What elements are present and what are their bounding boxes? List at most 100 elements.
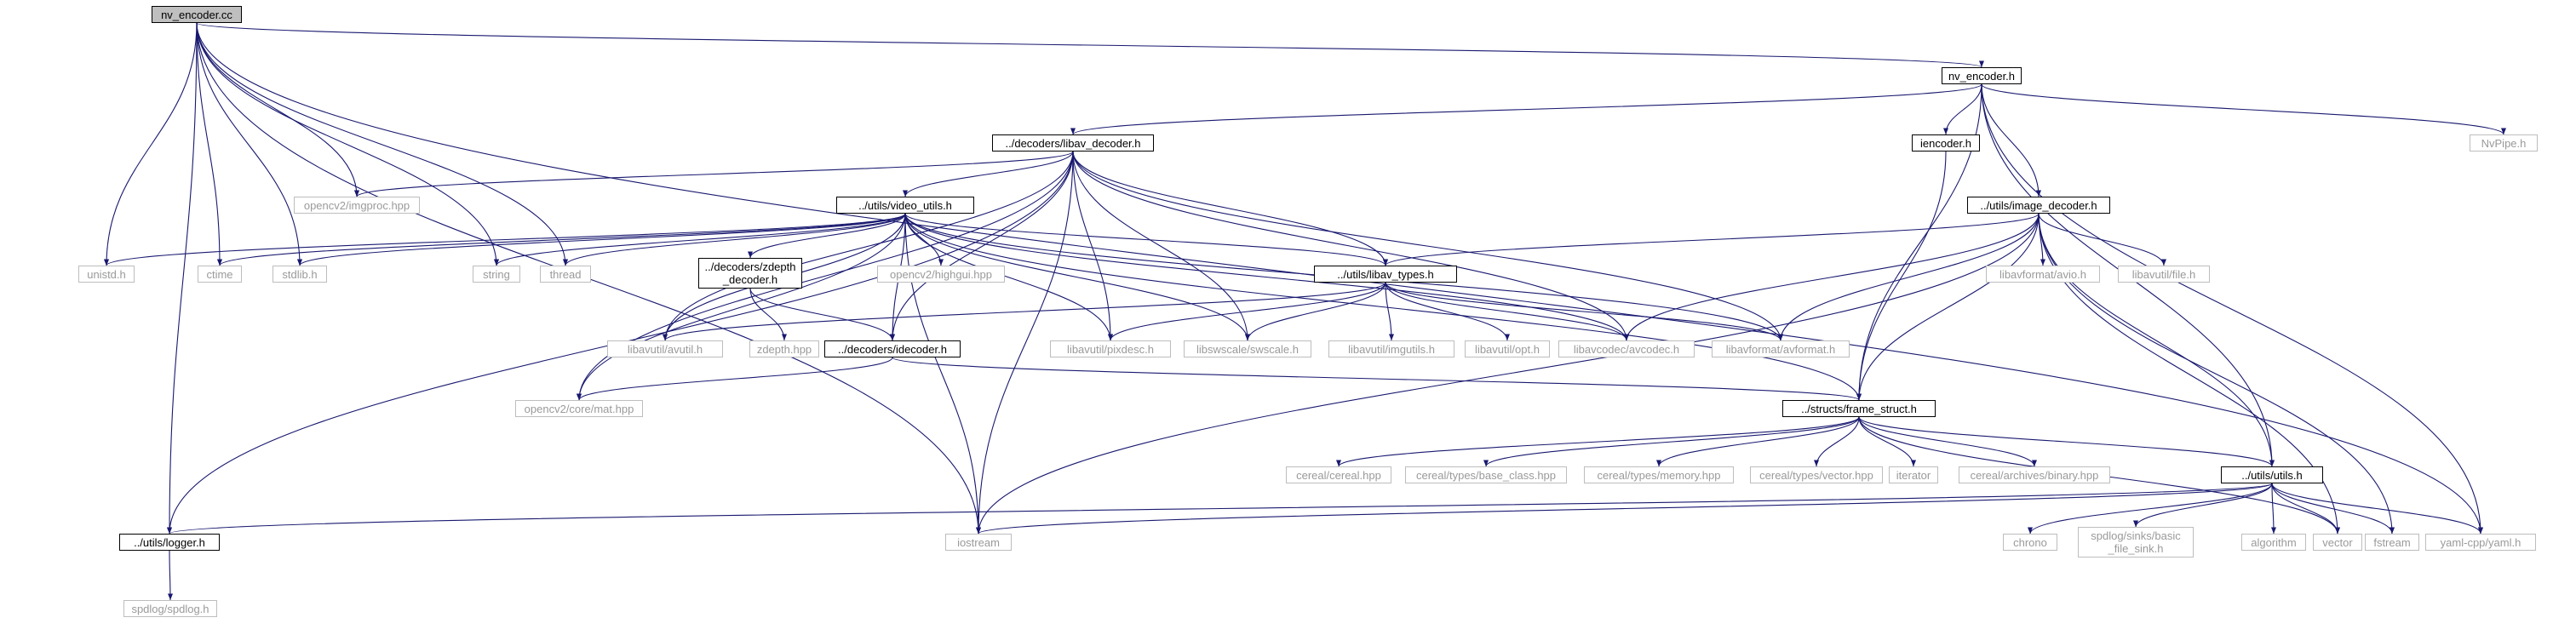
node-nvpipe-h: NvPipe.h — [2470, 134, 2538, 152]
node-stdlib-h: stdlib.h — [273, 266, 327, 283]
edge-libav_types_h-to-pixdesc_h — [1108, 282, 1386, 341]
edge-nv_encoder_h-to-image_decoder_h — [1981, 83, 2042, 197]
node-cereal-binary: cereal/archives/binary.hpp — [1959, 466, 2110, 483]
edge-utils_h-to-logger_h — [167, 483, 2273, 535]
edge-video_utils_h-to-libav_types_h — [904, 213, 1388, 266]
node-spdlog-basic-file-sink: spdlog/sinks/basic _file_sink.h — [2078, 527, 2194, 558]
edge-utils_h-to-yaml_h — [2271, 483, 2484, 535]
edge-frame_struct_h-to-iterator — [1858, 416, 1917, 467]
node-opencv-highgui: opencv2/highgui.hpp — [877, 266, 1005, 283]
node-libavformat-avformat: libavformat/avformat.h — [1712, 340, 1850, 357]
edge-nv_encoder_h-to-libav_decoder_h — [1070, 83, 1982, 135]
edge-libav_decoder_h-to-video_utils_h — [902, 151, 1074, 197]
edge-image_decoder_h-to-iostream — [975, 213, 2040, 535]
edge-image_decoder_h-to-libav_types_h — [1383, 213, 2040, 266]
edge-nv_encoder_cc-to-unistd_h — [103, 22, 198, 266]
node-cereal-hpp: cereal/cereal.hpp — [1286, 466, 1391, 483]
edge-frame_struct_h-to-cereal_hpp — [1336, 416, 1860, 467]
node-cereal-base-class: cereal/types/base_class.hpp — [1405, 466, 1567, 483]
edge-nv_encoder_h-to-iencoder_h — [1942, 83, 1982, 135]
node-libav-decoder-h[interactable]: ../decoders/libav_decoder.h — [992, 134, 1154, 152]
edge-frame_struct_h-to-binary_hpp — [1858, 416, 2038, 467]
edge-libav_types_h-to-avcodec_h — [1385, 282, 1630, 341]
edge-libav_decoder_h-to-idecoder_h — [889, 151, 1074, 341]
node-libavutil-opt: libavutil/opt.h — [1465, 340, 1550, 357]
node-chrono: chrono — [2003, 534, 2057, 551]
edge-image_decoder_h-to-frame_struct_h — [1856, 213, 2040, 401]
edge-idecoder_h-to-mat_hpp — [577, 357, 893, 401]
edge-nv_encoder_cc-to-string — [196, 22, 500, 266]
edge-libav_types_h-to-swscale_h — [1244, 282, 1386, 341]
edge-zdepth_decoder_h-to-idecoder_h — [749, 288, 896, 341]
edge-idecoder_h-to-frame_struct_h — [892, 357, 1862, 401]
node-libavutil-pixdesc: libavutil/pixdesc.h — [1050, 340, 1171, 357]
edge-video_utils_h-to-pixdesc_h — [904, 213, 1114, 341]
node-frame-struct-h[interactable]: ../structs/frame_struct.h — [1782, 400, 1936, 417]
edge-logger_h-to-spdlog_h — [167, 550, 174, 601]
edge-video_utils_h-to-frame_struct_h — [904, 213, 1862, 401]
node-yaml-cpp: yaml-cpp/yaml.h — [2425, 534, 2536, 551]
edge-video_utils_h-to-unistd_h — [104, 213, 906, 266]
node-opencv-core-mat: opencv2/core/mat.hpp — [515, 400, 643, 417]
node-cereal-memory: cereal/types/memory.hpp — [1584, 466, 1734, 483]
node-image-decoder-h[interactable]: ../utils/image_decoder.h — [1967, 197, 2110, 214]
node-libavformat-avio: libavformat/avio.h — [1986, 266, 2100, 283]
edge-nv_encoder_cc-to-stdlib_h — [196, 22, 303, 266]
edge-iencoder_h-to-frame_struct_h — [1856, 151, 1947, 401]
edge-nv_encoder_h-to-yaml_h — [1981, 83, 2484, 535]
node-idecoder-h[interactable]: ../decoders/idecoder.h — [824, 340, 961, 357]
node-nv-encoder-cc: nv_encoder.cc — [152, 6, 242, 23]
edge-libav_decoder_h-to-iostream — [975, 151, 1074, 535]
edge-frame_struct_h-to-vector_hpp — [1813, 416, 1860, 467]
node-libavutil-file: libavutil/file.h — [2118, 266, 2210, 283]
node-algorithm: algorithm — [2241, 534, 2306, 551]
edge-nv_encoder_cc-to-ctime — [196, 22, 223, 266]
node-zdepth-decoder-h[interactable]: ../decoders/zdepth _decoder.h — [698, 258, 802, 289]
edge-libav_decoder_h-to-avutil_h — [662, 151, 1074, 341]
edge-libav_types_h-to-imgutils_h — [1385, 282, 1395, 341]
edge-utils_h-to-fstream — [2271, 483, 2395, 535]
node-cereal-vector: cereal/types/vector.hpp — [1750, 466, 1883, 483]
node-spdlog: spdlog/spdlog.h — [123, 600, 217, 617]
edge-frame_struct_h-to-memory_hpp — [1655, 416, 1860, 467]
node-iostream: iostream — [945, 534, 1012, 551]
node-string: string — [473, 266, 520, 283]
edge-libav_types_h-to-opt_h — [1385, 282, 1511, 341]
edge-libav_decoder_h-to-libav_types_h — [1072, 151, 1389, 266]
node-video-utils-h[interactable]: ../utils/video_utils.h — [836, 197, 974, 214]
edge-zdepth_decoder_h-to-zdepth_hpp — [749, 288, 788, 341]
edge-nv_encoder_cc-to-thread — [196, 22, 569, 266]
edge-nv_encoder_h-to-nvpipe_h — [1981, 83, 2506, 135]
edge-video_utils_h-to-swscale_h — [904, 213, 1251, 341]
edge-libav_decoder_h-to-avformat_h — [1072, 151, 1784, 341]
edge-libav_types_h-to-avutil_h — [663, 282, 1386, 341]
edge-image_decoder_h-to-utils_h — [2038, 213, 2275, 467]
edge-nv_encoder_cc-to-imgproc_hpp — [196, 22, 360, 197]
node-zdepth-hpp: zdepth.hpp — [749, 340, 819, 357]
edge-libav_decoder_h-to-imgproc_hpp — [354, 151, 1074, 197]
node-iencoder-h[interactable]: iencoder.h — [1912, 134, 1980, 152]
node-ctime: ctime — [198, 266, 242, 283]
edge-libav_types_h-to-avformat_h — [1385, 282, 1783, 341]
edge-video_utils_h-to-zdepth_decoder_h — [747, 213, 906, 259]
node-libav-types-h[interactable]: ../utils/libav_types.h — [1314, 266, 1457, 283]
edge-libav_decoder_h-to-pixdesc_h — [1072, 151, 1114, 341]
node-libavutil-avutil: libavutil/avutil.h — [607, 340, 723, 357]
edge-image_decoder_h-to-file_h — [2038, 213, 2167, 266]
edge-utils_h-to-algorithm — [2270, 483, 2277, 535]
node-vector: vector — [2313, 534, 2362, 551]
edge-utils_h-to-chrono — [2028, 483, 2273, 535]
node-libavutil-imgutils: libavutil/imgutils.h — [1328, 340, 1454, 357]
edge-video_utils_h-to-string — [494, 213, 906, 266]
edge-utils_h-to-vector — [2271, 483, 2341, 535]
edge-utils_h-to-iostream — [976, 483, 2273, 535]
node-nv-encoder-h[interactable]: nv_encoder.h — [1942, 67, 2022, 84]
edge-video_utils_h-to-avcodec_h — [904, 213, 1629, 341]
node-utils-h[interactable]: ../utils/utils.h — [2221, 466, 2323, 483]
edge-libav_decoder_h-to-swscale_h — [1072, 151, 1251, 341]
node-logger-h[interactable]: ../utils/logger.h — [119, 534, 220, 551]
edge-libav_decoder_h-to-avcodec_h — [1072, 151, 1630, 341]
node-libswscale-swscale: libswscale/swscale.h — [1184, 340, 1311, 357]
edge-video_utils_h-to-stdlib_h — [297, 213, 906, 266]
edge-nv_encoder_cc-to-logger_h — [166, 22, 198, 535]
